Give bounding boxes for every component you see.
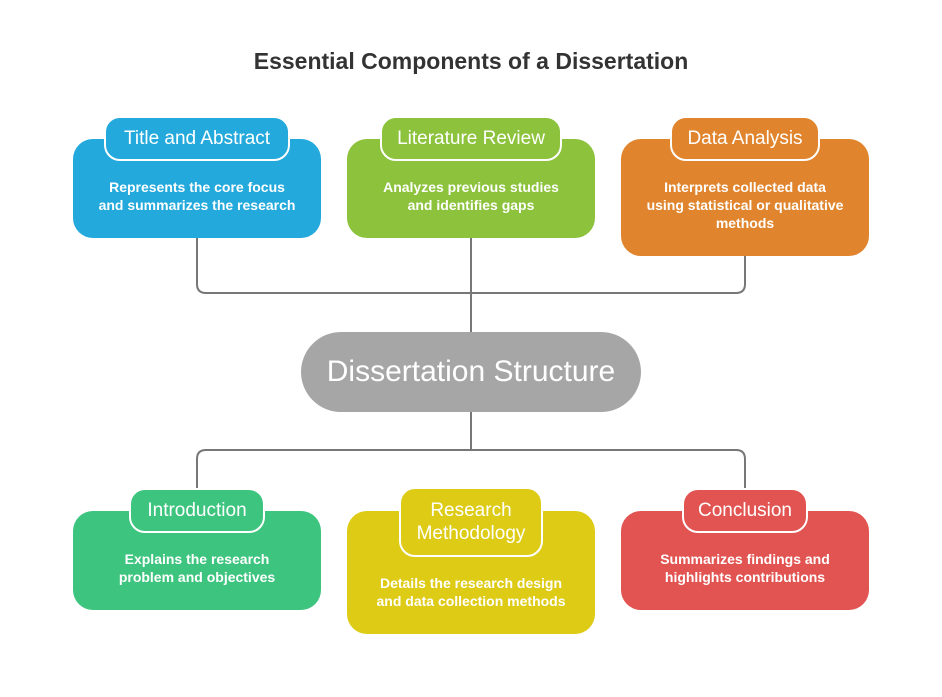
introduction-description: Explains the research problem and object… [118,550,276,585]
research-methodology-label: Research Methodology [399,487,543,557]
research-methodology-description: Details the research design and data col… [376,574,566,609]
top-connector [196,238,746,332]
data-analysis-description: Interprets collected data using statisti… [646,178,844,231]
conclusion-description: Summarizes findings and highlights contr… [660,550,830,585]
literature-review-description: Analyzes previous studies and identifies… [383,178,559,213]
center-node: Dissertation Structure [301,332,641,412]
title-abstract-label: Title and Abstract [104,116,290,161]
data-analysis-label: Data Analysis [670,116,820,161]
literature-review-label: Literature Review [380,116,562,161]
title-abstract-description: Represents the core focus and summarizes… [98,178,296,213]
bottom-connector [196,412,746,511]
conclusion-label: Conclusion [682,488,808,533]
diagram-title: Essential Components of a Dissertation [253,48,689,74]
introduction-label: Introduction [129,488,265,533]
